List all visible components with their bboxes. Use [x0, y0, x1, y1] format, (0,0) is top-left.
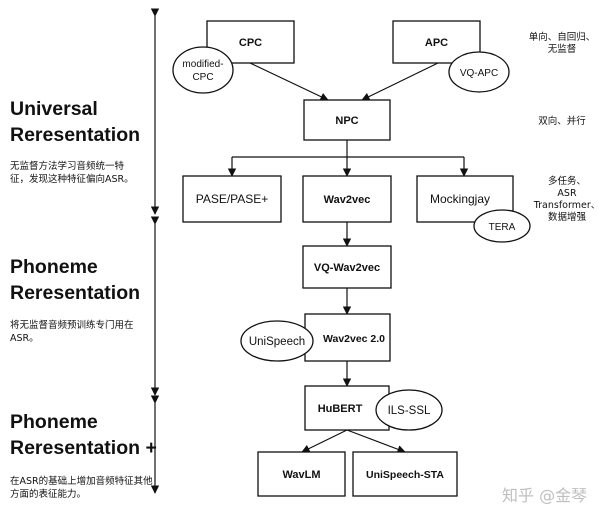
bidirectional-note-line1: 双向、并行 [538, 116, 586, 127]
watermark: 知乎 @金琴 [502, 486, 588, 505]
mockingjay-label: Mockingjay [430, 192, 490, 206]
universal-heading-line1: Universal [10, 98, 98, 120]
phoneme-note-line1: 将无监督音频预训练专门用在 [10, 320, 134, 331]
modified-cpc-label-line2: CPC [192, 72, 213, 83]
universal-note-line1: 无监督方法学习音频统一特 [10, 161, 125, 172]
phoneme-heading-line2: Reresentation [10, 282, 141, 304]
tera-label: TERA [489, 222, 516, 233]
wav2vec-label: Wav2vec [324, 194, 371, 206]
unispeech-sat-label: UniSpeech-STA [366, 469, 444, 481]
phoneme-plus-heading-line1: Phoneme [10, 411, 98, 433]
phoneme-note-line2: ASR。 [10, 333, 39, 344]
universal-heading: Universal Reresentation [10, 96, 140, 148]
ils-ssl-label: ILS-SSL [388, 405, 431, 417]
tera-ellipse [473, 209, 531, 243]
vq-wav2vec-label: VQ-Wav2vec [314, 262, 380, 274]
ils-ssl-ellipse [375, 389, 443, 431]
apc-to-npc-arrow [361, 62, 439, 101]
multitask-note: 多任务、 ASR Transformer、 数据增强 [522, 176, 612, 224]
unispeech-ellipse [240, 320, 314, 362]
npc-label: NPC [335, 115, 358, 127]
phoneme-plus-note: 在ASR的基础上增加音频特征其他 方面的表征能力。 [10, 475, 153, 501]
modified-cpc-ellipse [172, 46, 234, 94]
phoneme-heading: Phoneme Reresentation [10, 254, 140, 306]
unispeech-label: UniSpeech [249, 336, 305, 348]
cpc-to-npc-arrow [249, 62, 329, 101]
universal-note-line2: 征，发现这种特征偏向ASR。 [10, 174, 134, 185]
phoneme-note: 将无监督音频预训练专门用在 ASR。 [10, 319, 134, 345]
phoneme-plus-heading-line2: Reresentation + [10, 437, 157, 459]
hubert-label: HuBERT [318, 403, 363, 415]
apc-label: APC [425, 37, 448, 49]
vq-apc-label: VQ-APC [460, 68, 498, 79]
bidirectional-note: 双向、并行 [522, 116, 602, 128]
apc-box [392, 20, 481, 64]
phoneme-plus-note-line2: 方面的表征能力。 [10, 489, 87, 500]
wav2vec2-box [304, 313, 391, 362]
cpc-label: CPC [239, 37, 262, 49]
wavlm-box [257, 451, 346, 497]
phoneme-plus-heading: Phoneme Reresentation + [10, 409, 157, 461]
phoneme-plus-note-line1: 在ASR的基础上增加音频特征其他 [10, 476, 153, 487]
hubert-to-wavlm-arrow [301, 429, 348, 453]
multitask-note-line2: ASR [557, 188, 577, 199]
vq-wav2vec-box [302, 245, 392, 289]
multitask-note-line4: 数据增强 [547, 212, 586, 223]
multitask-note-line3: Transformer、 [533, 200, 601, 211]
phoneme-heading-line1: Phoneme [10, 256, 98, 278]
wav2vec2-label: Wav2vec 2.0 [323, 333, 385, 345]
pase-label: PASE/PASE+ [196, 192, 269, 206]
unispeech-sat-box [352, 451, 458, 497]
modified-cpc-label-line1: modified- [182, 59, 223, 70]
pase-box [182, 175, 282, 223]
universal-heading-line2: Reresentation [10, 124, 141, 146]
autoregressive-note-line1: 单向、自回归、 [528, 32, 596, 43]
hubert-box [304, 385, 390, 431]
multitask-note-line1: 多任务、 [547, 176, 586, 187]
autoregressive-note: 单向、自回归、 无监督 [514, 32, 610, 56]
npc-box [303, 99, 391, 141]
wav2vec-box [302, 175, 392, 223]
autoregressive-note-line2: 无监督 [547, 44, 577, 55]
universal-note: 无监督方法学习音频统一特 征，发现这种特征偏向ASR。 [10, 160, 134, 186]
vq-apc-ellipse [448, 51, 510, 93]
wavlm-label: WavLM [282, 469, 320, 481]
hubert-to-unispeechsat-arrow [346, 429, 406, 454]
